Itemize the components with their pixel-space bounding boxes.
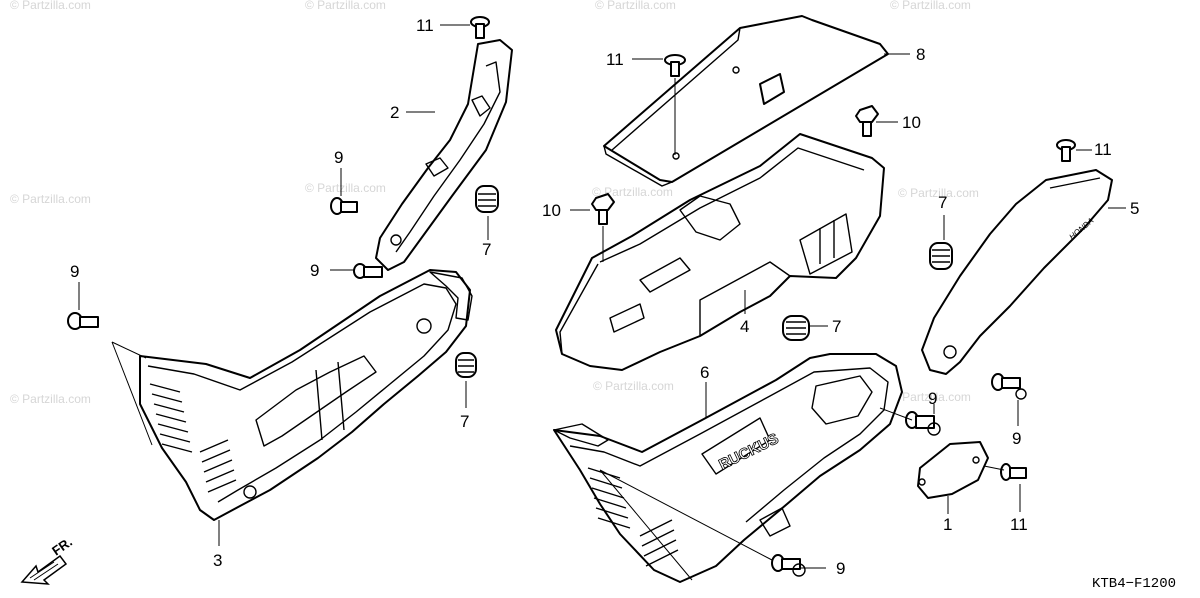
callout-7: 7	[938, 193, 947, 212]
callout-11: 11	[1094, 140, 1112, 159]
watermark: © Partzilla.com	[890, 390, 971, 404]
watermark: © Partzilla.com	[898, 186, 979, 200]
bolt-9-e	[905, 411, 941, 436]
callout-9: 9	[310, 261, 319, 280]
front-direction-arrow: FR.	[20, 534, 75, 585]
diagram-code: KTB4−F1200	[1092, 576, 1176, 592]
grommet-7-b	[455, 352, 477, 378]
watermark: © Partzilla.com	[305, 0, 386, 12]
callout-9: 9	[836, 559, 845, 578]
watermark: © Partzilla.com	[593, 379, 674, 393]
grommet-7-c	[782, 315, 810, 341]
callout-7: 7	[832, 317, 841, 336]
bolt-9-c	[67, 312, 99, 330]
bolt-9-a	[330, 197, 358, 215]
watermark: © Partzilla.com	[305, 181, 386, 195]
bolt-11-panel	[1056, 139, 1076, 162]
bolt-11-top	[470, 16, 490, 39]
vent-slats	[149, 383, 237, 493]
callout-3: 3	[213, 551, 222, 570]
callout-11: 11	[1010, 515, 1028, 534]
callout-1: 1	[943, 515, 952, 534]
callout-2: 2	[390, 103, 399, 122]
callout-9: 9	[928, 389, 937, 408]
callout-9: 9	[334, 148, 343, 167]
callout-4: 4	[740, 317, 749, 336]
leader-lines	[78, 24, 1126, 581]
callout-11: 11	[416, 16, 434, 35]
callout-8: 8	[916, 45, 925, 64]
front-arrow-label: FR.	[49, 534, 75, 558]
callout-7: 7	[482, 240, 491, 259]
watermark: © Partzilla.com	[595, 0, 676, 12]
callout-11: 11	[606, 50, 624, 69]
part-2-bracket	[375, 39, 513, 271]
callout-9: 9	[70, 262, 79, 281]
callout-5: 5	[1130, 199, 1139, 218]
grommet-7-d	[929, 242, 953, 270]
callout-10: 10	[902, 113, 921, 132]
callouts: 11 2 9 7 9 9 3 7 11 8 10 10 4 7 6 11 5 7…	[70, 16, 1139, 578]
watermark: © Partzilla.com	[592, 185, 673, 199]
watermark: © Partzilla.com	[10, 192, 91, 206]
bolt-11-lid	[664, 54, 686, 77]
bolt-10-a	[855, 105, 879, 137]
part-6-side-cover: RUCKUS	[553, 353, 903, 583]
callout-7: 7	[460, 412, 469, 431]
bolt-9-b	[353, 263, 383, 279]
callout-6: 6	[700, 363, 709, 382]
grommet-7-a	[475, 185, 499, 213]
callout-10: 10	[542, 201, 561, 220]
arrow-icon	[20, 554, 68, 585]
callout-9: 9	[1012, 429, 1021, 448]
part-5-panel: HONDA	[921, 169, 1113, 375]
watermark: © Partzilla.com	[890, 0, 971, 12]
bolt-10-b	[591, 193, 615, 225]
vent-slats	[587, 467, 679, 567]
part-4-storage-box	[555, 133, 885, 371]
bolt-9-d	[991, 373, 1027, 400]
watermark: © Partzilla.com	[10, 0, 91, 12]
part-3-side-cover	[139, 269, 473, 521]
part-1-cap	[917, 441, 989, 499]
watermark: © Partzilla.com	[10, 392, 91, 406]
bolt-11-bottom	[1000, 463, 1027, 481]
bolt-9-f	[771, 554, 806, 577]
